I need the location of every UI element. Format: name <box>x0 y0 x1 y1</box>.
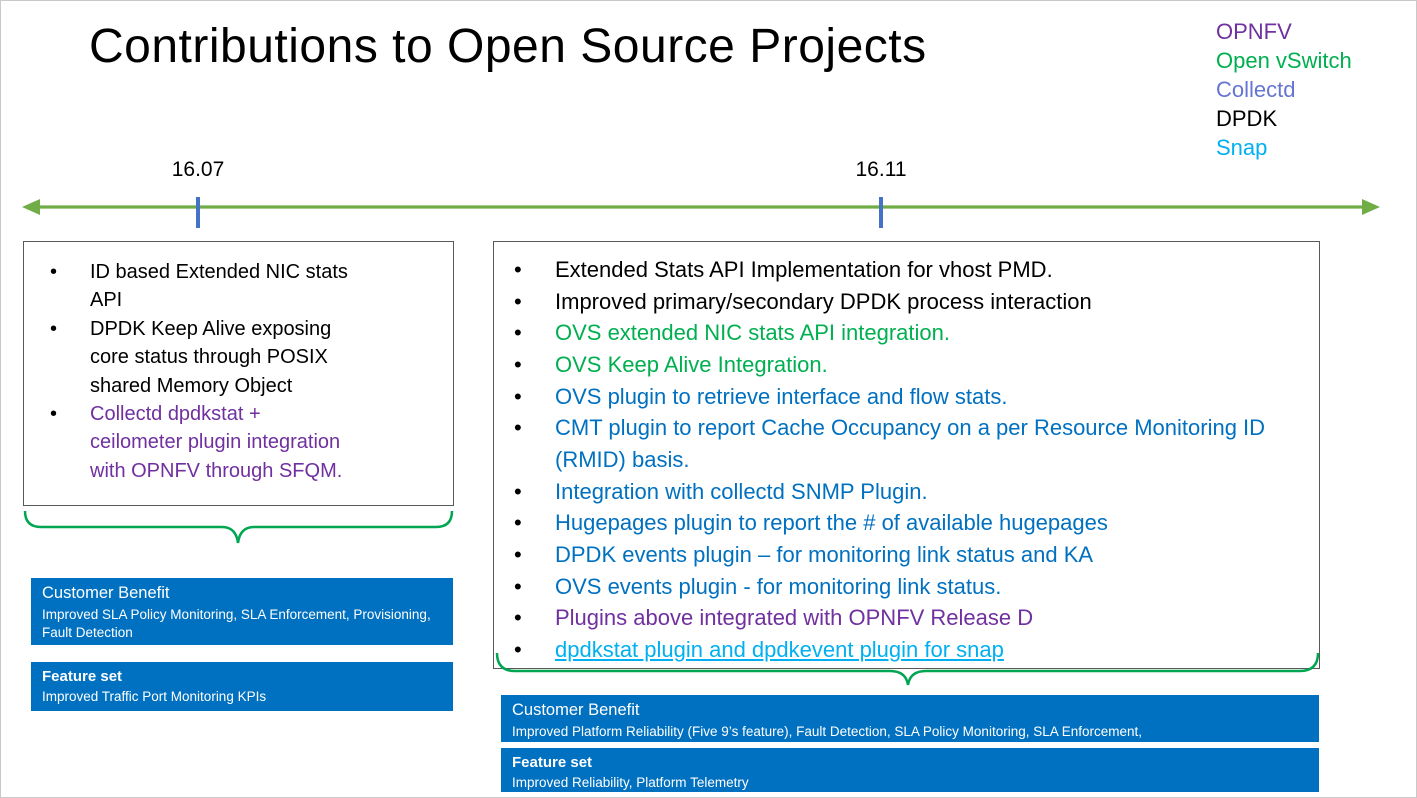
left-brace <box>23 510 454 544</box>
customer-benefit-banner-16-11: Customer Benefit Improved Platform Relia… <box>501 695 1319 742</box>
project-color-legend: OPNFV Open vSwitch Collectd DPDK Snap <box>1216 17 1352 162</box>
legend-item-opnfv: OPNFV <box>1216 19 1292 44</box>
bullet-text: DPDK events plugin – for monitoring link… <box>555 542 1094 568</box>
bullet-dot: • <box>514 573 522 599</box>
bullet-text: DPDK Keep Alive exposing core status thr… <box>90 317 332 397</box>
bullet-item: • Integration with collectd SNMP Plugin. <box>514 476 1303 508</box>
bullet-item: • Hugepages plugin to report the # of av… <box>514 507 1303 539</box>
bullet-text: Plugins above integrated with OPNFV Rele… <box>555 605 1034 631</box>
bullet-text: OVS plugin to retrieve interface and flo… <box>555 383 1008 409</box>
banner-heading: Customer Benefit <box>42 584 170 602</box>
bullet-item: • Plugins above integrated with OPNFV Re… <box>514 602 1303 634</box>
bullet-item: • DPDK events plugin – for monitoring li… <box>514 539 1303 571</box>
bullet-dot: • <box>514 605 522 631</box>
bullet-text: Integration with collectd SNMP Plugin. <box>555 478 928 504</box>
legend-item-collectd: Collectd <box>1216 77 1296 102</box>
release-16-07-box: • ID based Extended NIC stats API • DPDK… <box>23 241 454 506</box>
bullet-text: OVS Keep Alive Integration. <box>555 352 828 378</box>
bullet-list-16-11: • Extended Stats API Implementation for … <box>494 242 1319 666</box>
bullet-text: Collectd dpdkstat + ceilometer plugin in… <box>90 402 343 482</box>
release-16-11-box: • Extended Stats API Implementation for … <box>493 241 1320 669</box>
timeline-tick-16-07 <box>196 197 200 228</box>
bullet-item: • Collectd dpdkstat + ceilometer plugin … <box>50 400 358 485</box>
bullet-item: • OVS plugin to retrieve interface and f… <box>514 381 1303 413</box>
bullet-text: OVS extended NIC stats API integration. <box>555 320 950 346</box>
bullet-dot: • <box>514 352 522 378</box>
bullet-list-16-07: • ID based Extended NIC stats API • DPDK… <box>24 242 453 485</box>
bullet-dot: • <box>514 478 522 504</box>
bullet-item: • CMT plugin to report Cache Occupancy o… <box>514 412 1303 475</box>
banner-body: Improved SLA Policy Monitoring, SLA Enfo… <box>42 607 431 641</box>
banner-body: Improved Platform Reliability (Five 9’s … <box>512 724 1143 739</box>
slide-title: Contributions to Open Source Projects <box>89 20 927 73</box>
bullet-text: CMT plugin to report Cache Occupancy on … <box>555 415 1266 473</box>
bullet-item: • ID based Extended NIC stats API <box>50 258 358 315</box>
bullet-item: • OVS Keep Alive Integration. <box>514 349 1303 381</box>
bullet-dot: • <box>514 288 522 314</box>
legend-item-open-vswitch: Open vSwitch <box>1216 48 1352 73</box>
legend-item-dpdk: DPDK <box>1216 106 1278 131</box>
customer-benefit-banner-16-07: Customer Benefit Improved SLA Policy Mon… <box>31 578 453 645</box>
bullet-item: • Extended Stats API Implementation for … <box>514 254 1303 286</box>
bullet-dot: • <box>50 317 58 340</box>
bullet-text: OVS events plugin - for monitoring link … <box>555 573 1002 599</box>
bullet-item: • Improved primary/secondary DPDK proces… <box>514 286 1303 318</box>
timeline-label-16-11: 16.11 <box>855 158 907 181</box>
right-brace <box>495 652 1320 686</box>
snap-plugin-link[interactable]: dpdkstat plugin and dpdkevent plugin for… <box>555 637 1004 663</box>
banner-heading: Customer Benefit <box>512 701 640 719</box>
bullet-text: Improved primary/secondary DPDK process … <box>555 288 1092 314</box>
timeline-tick-16-11 <box>879 197 883 228</box>
bullet-dot: • <box>514 542 522 568</box>
feature-set-banner-16-11: Feature set Improved Reliability, Platfo… <box>501 748 1319 792</box>
bullet-dot: • <box>514 257 522 282</box>
timeline-arrow <box>22 199 1380 215</box>
bullet-item: • dpdkstat plugin and dpdkevent plugin f… <box>514 634 1303 666</box>
legend-item-snap: Snap <box>1216 135 1268 160</box>
bullet-text: ID based Extended NIC stats API <box>90 261 348 312</box>
banner-body: Improved Reliability, Platform Telemetry <box>512 775 749 790</box>
bullet-dot: • <box>514 320 522 346</box>
bullet-text: Hugepages plugin to report the # of avai… <box>555 510 1108 536</box>
bullet-dot: • <box>514 383 522 409</box>
bullet-dot: • <box>514 637 522 663</box>
timeline-label-16-07: 16.07 <box>171 158 225 181</box>
bullet-item: • OVS extended NIC stats API integration… <box>514 317 1303 349</box>
bullet-text: Extended Stats API Implementation for vh… <box>555 257 1053 282</box>
bullet-item: • OVS events plugin - for monitoring lin… <box>514 571 1303 603</box>
bullet-dot: • <box>50 402 58 425</box>
bullet-dot: • <box>50 261 58 283</box>
banner-body: Improved Traffic Port Monitoring KPIs <box>42 689 267 704</box>
bullet-dot: • <box>514 415 522 441</box>
bullet-dot: • <box>514 510 522 536</box>
feature-set-banner-16-07: Feature set Improved Traffic Port Monito… <box>31 662 453 711</box>
banner-heading: Feature set <box>512 754 593 771</box>
banner-heading: Feature set <box>42 668 123 685</box>
bullet-item: • DPDK Keep Alive exposing core status t… <box>50 315 358 400</box>
